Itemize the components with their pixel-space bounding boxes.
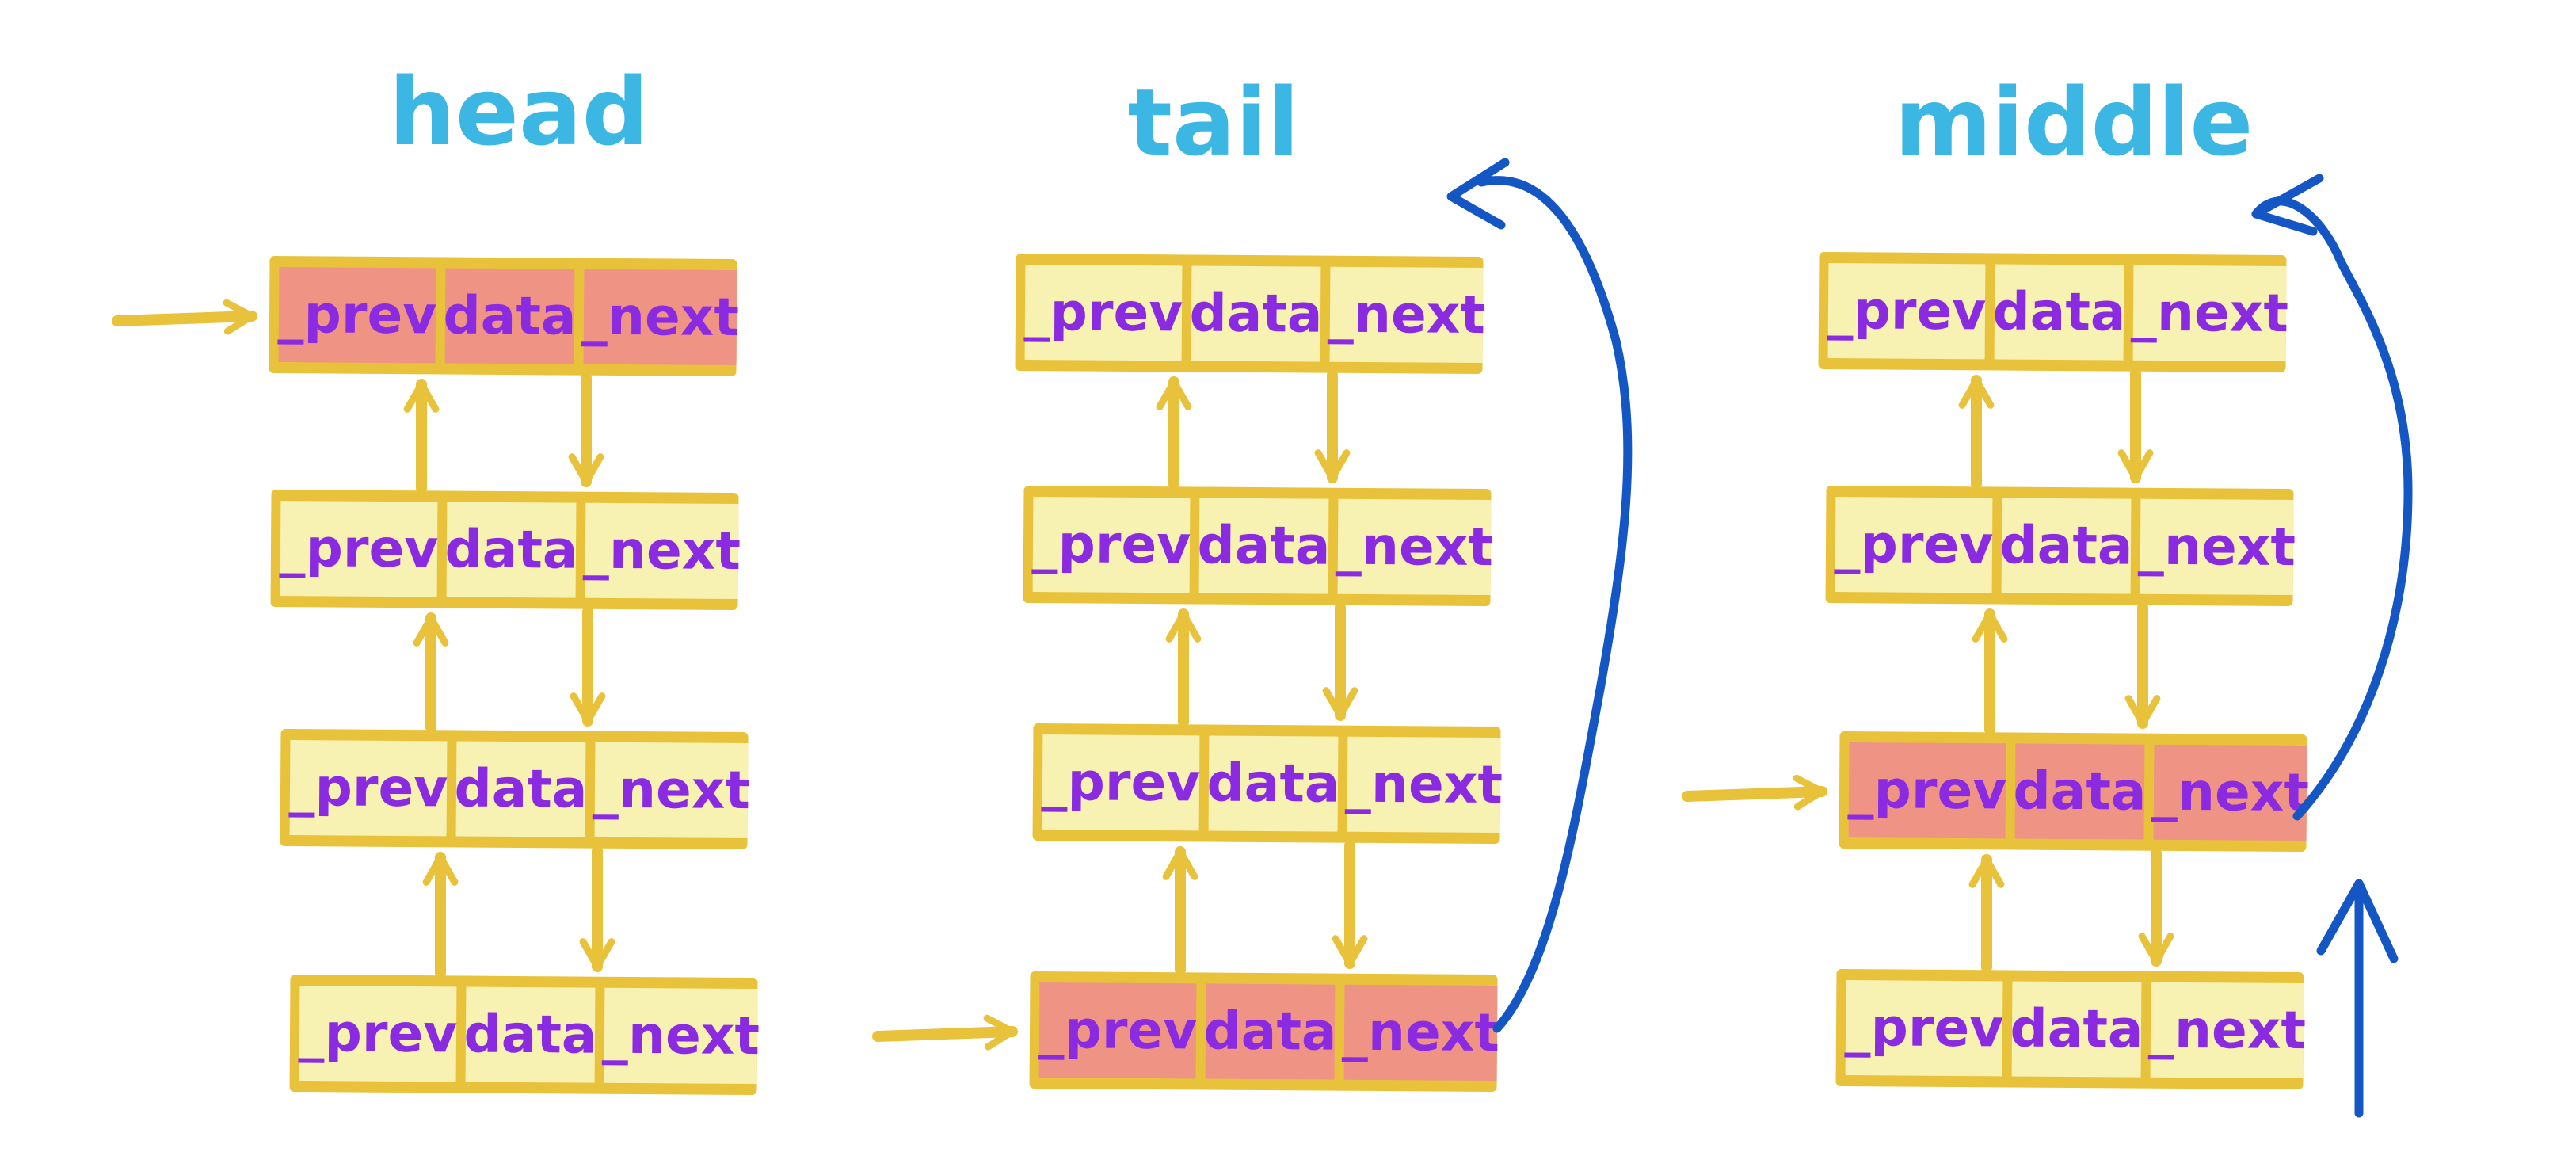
node-cell-label: _next — [2131, 282, 2288, 344]
wrap-around-arrow — [2251, 196, 2413, 821]
node-cell-label: data — [2013, 760, 2146, 822]
node-cell-prev: _prev — [1023, 265, 1183, 361]
node-cell-label: _prev — [1844, 997, 2003, 1059]
node-cell-prev: _prev — [279, 501, 439, 597]
current-pointer-arrow — [872, 1014, 1018, 1051]
node-cell-prev: _prev — [288, 740, 448, 837]
node-cell-label: data — [1203, 1000, 1336, 1062]
node-cell-prev: _prev — [1844, 980, 2004, 1077]
node-cell-next: _next — [581, 269, 739, 366]
node-cell-label: _prev — [279, 517, 438, 579]
node-cell-label: data — [2010, 998, 2143, 1059]
node-cell-next: _next — [2148, 982, 2306, 1079]
wrap-around-arrowhead — [1446, 158, 1510, 230]
node-cell-label: _prev — [1834, 513, 1993, 575]
node-cell-label: _next — [2138, 516, 2296, 578]
node-cell-label: _next — [2148, 999, 2306, 1061]
node-cell-prev: _prev — [277, 267, 437, 364]
node-cell-prev: _prev — [1031, 497, 1191, 593]
node-cell-label: data — [454, 757, 587, 819]
node-cell-prev: _prev — [1827, 263, 1987, 360]
node-cell-next: _next — [602, 987, 760, 1085]
node-cell-data: data — [1189, 265, 1323, 362]
node-cell-label: _prev — [277, 284, 436, 345]
node-cell-data: data — [443, 268, 577, 364]
wrap-around-arrowhead — [2251, 174, 2324, 236]
node-cell-prev: _prev — [1847, 742, 2007, 839]
node-cell-data: data — [463, 986, 597, 1083]
current-pointer-arrow — [112, 299, 257, 335]
node-cell-next: _next — [2131, 265, 2288, 362]
current-pointer-arrow — [1682, 774, 1827, 811]
node-cell-data: data — [1992, 264, 2126, 361]
node-cell-data: data — [1206, 735, 1340, 832]
node-cell-label: _prev — [288, 757, 448, 818]
node-cell-label: _prev — [1847, 759, 2006, 821]
node-cell-label: _prev — [1038, 999, 1197, 1061]
node-cell-label: _next — [2151, 761, 2309, 823]
node-cell-label: data — [444, 518, 577, 580]
node-cell-next: _next — [1328, 266, 1485, 364]
node-cell-label: _prev — [1827, 280, 1986, 341]
node-cell-data: data — [2013, 743, 2147, 840]
node-cell-data: data — [1197, 498, 1331, 594]
node-cell-label: _next — [1342, 1001, 1499, 1063]
node-cell-next: _next — [1336, 498, 1493, 596]
column-title: head — [389, 57, 649, 166]
node-cell-next: _next — [2138, 498, 2296, 596]
node-cell-data: data — [454, 741, 588, 837]
node-cell-label: data — [1189, 282, 1322, 344]
node-cell-label: data — [1206, 752, 1339, 814]
node-cell-label: _next — [581, 286, 739, 348]
node-cell-label: data — [463, 1003, 596, 1065]
node-cell-label: data — [443, 284, 576, 346]
column-title: tail — [1128, 67, 1300, 177]
node-cell-data: data — [444, 502, 578, 598]
node-cell-label: _next — [1345, 753, 1503, 815]
node-cell-data: data — [1999, 498, 2133, 594]
node-cell-label: data — [1197, 514, 1330, 576]
node-cell-data: data — [1203, 983, 1337, 1080]
node-cell-label: _prev — [298, 1002, 457, 1064]
node-cell-label: data — [1992, 280, 2125, 342]
node-cell-label: _next — [1336, 516, 1493, 578]
node-cell-next: _next — [583, 502, 741, 600]
column-title: middle — [1895, 67, 2254, 177]
node-cell-next: _next — [1345, 736, 1503, 834]
node-cell-label: _prev — [1031, 513, 1191, 575]
wrap-around-arrow — [1477, 176, 1633, 1033]
node-cell-label: _next — [593, 759, 750, 821]
node-cell-prev: _prev — [1041, 734, 1201, 831]
node-cell-label: _next — [583, 520, 741, 582]
node-cell-label: _prev — [1041, 751, 1200, 813]
node-cell-prev: _prev — [1038, 982, 1198, 1079]
node-cell-label: _prev — [1023, 281, 1183, 343]
node-cell-next: _next — [2151, 744, 2309, 841]
node-cell-next: _next — [1342, 984, 1499, 1082]
node-cell-prev: _prev — [1834, 497, 1994, 593]
upward-arrowhead — [2316, 879, 2399, 963]
node-cell-next: _next — [593, 742, 750, 839]
node-cell-label: data — [1999, 514, 2132, 576]
node-cell-label: _next — [1328, 284, 1485, 345]
node-cell-prev: _prev — [298, 986, 458, 1082]
node-cell-label: _next — [602, 1005, 760, 1066]
node-cell-data: data — [2010, 981, 2143, 1078]
